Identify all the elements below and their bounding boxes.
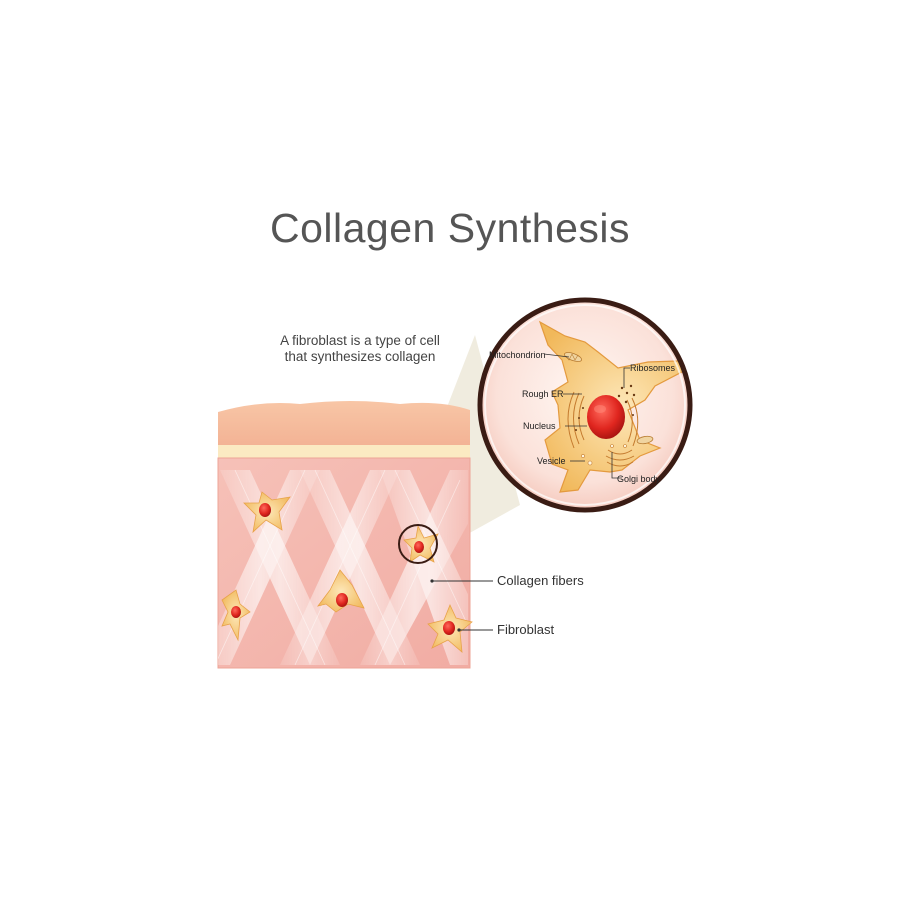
subtitle: A fibroblast is a type of cell that synt… — [240, 333, 480, 365]
subtitle-line-2: that synthesizes collagen — [284, 349, 436, 364]
callout-collagen-fibers: Collagen fibers — [430, 573, 584, 588]
page-title: Collagen Synthesis — [270, 205, 630, 251]
subtitle-line-1: A fibroblast is a type of cell — [280, 333, 440, 348]
epidermis — [218, 401, 470, 445]
fibroblast-cell — [317, 569, 365, 613]
magnifier-circle — [398, 524, 438, 564]
lens-border — [477, 297, 693, 513]
vesicles — [581, 444, 627, 466]
fibroblast-cell — [221, 589, 251, 642]
mitochondrion — [564, 352, 582, 362]
skin-block — [217, 401, 473, 669]
callout-fibroblast: Fibroblast — [457, 622, 554, 637]
magnified-cell-lens — [477, 297, 693, 513]
label-golgi-body: Golgi body — [617, 474, 661, 484]
label-rough-er: Rough ER — [522, 389, 564, 399]
label-mitochondrion: Mitochondrion — [489, 350, 546, 360]
fibroblast-cell — [427, 603, 473, 653]
golgi-body — [605, 449, 635, 467]
mitochondrion — [636, 435, 654, 445]
label-fibroblast: Fibroblast — [497, 622, 554, 637]
label-collagen-fibers: Collagen fibers — [497, 573, 584, 588]
basement-membrane — [218, 445, 470, 458]
label-ribosomes: Ribosomes — [630, 363, 676, 373]
nucleus — [587, 395, 625, 439]
fibroblast-cell — [243, 491, 291, 534]
magnified-fibroblast — [403, 524, 439, 563]
ribosome-dots — [575, 384, 636, 431]
lens-callout-lines — [543, 353, 630, 479]
label-nucleus: Nucleus — [523, 421, 556, 431]
label-vesicle: Vesicle — [537, 456, 566, 466]
